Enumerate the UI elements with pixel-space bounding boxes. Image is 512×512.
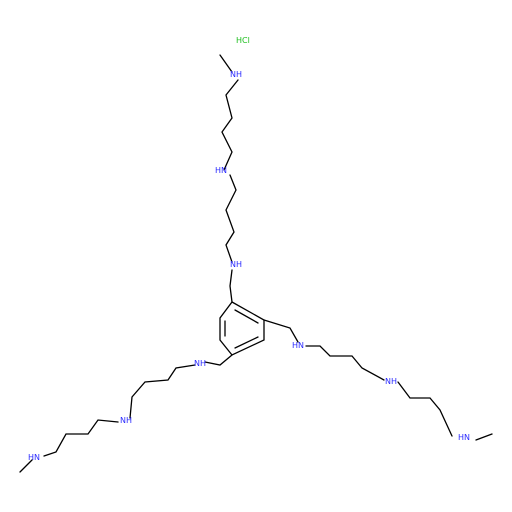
benzene-inner-double-bonds <box>224 309 259 349</box>
amine-right-methyl-label: HN <box>458 433 470 442</box>
benzene-ring-bonds <box>219 301 265 356</box>
amine-right-middle-label: NH <box>385 377 397 386</box>
amine-right-benzyl-label: HN <box>292 341 304 350</box>
amine-left-middle-label: NH <box>120 416 132 425</box>
bond-lines <box>19 54 493 473</box>
top-chain-bonds <box>219 54 239 303</box>
amine-left-benzyl-label: NH <box>194 359 206 368</box>
right-chain-bonds <box>263 319 493 441</box>
atom-labels: HCl NH HN NH HN NH HN NH NH HN <box>28 36 470 462</box>
amine-top-methyl-label: NH <box>230 70 242 79</box>
hcl-salt-label: HCl <box>236 36 250 45</box>
left-chain-bonds <box>19 354 233 473</box>
amine-left-methyl-label: HN <box>28 453 40 462</box>
amine-top-benzyl-label: NH <box>230 260 242 269</box>
amine-top-middle-label: HN <box>215 166 227 175</box>
